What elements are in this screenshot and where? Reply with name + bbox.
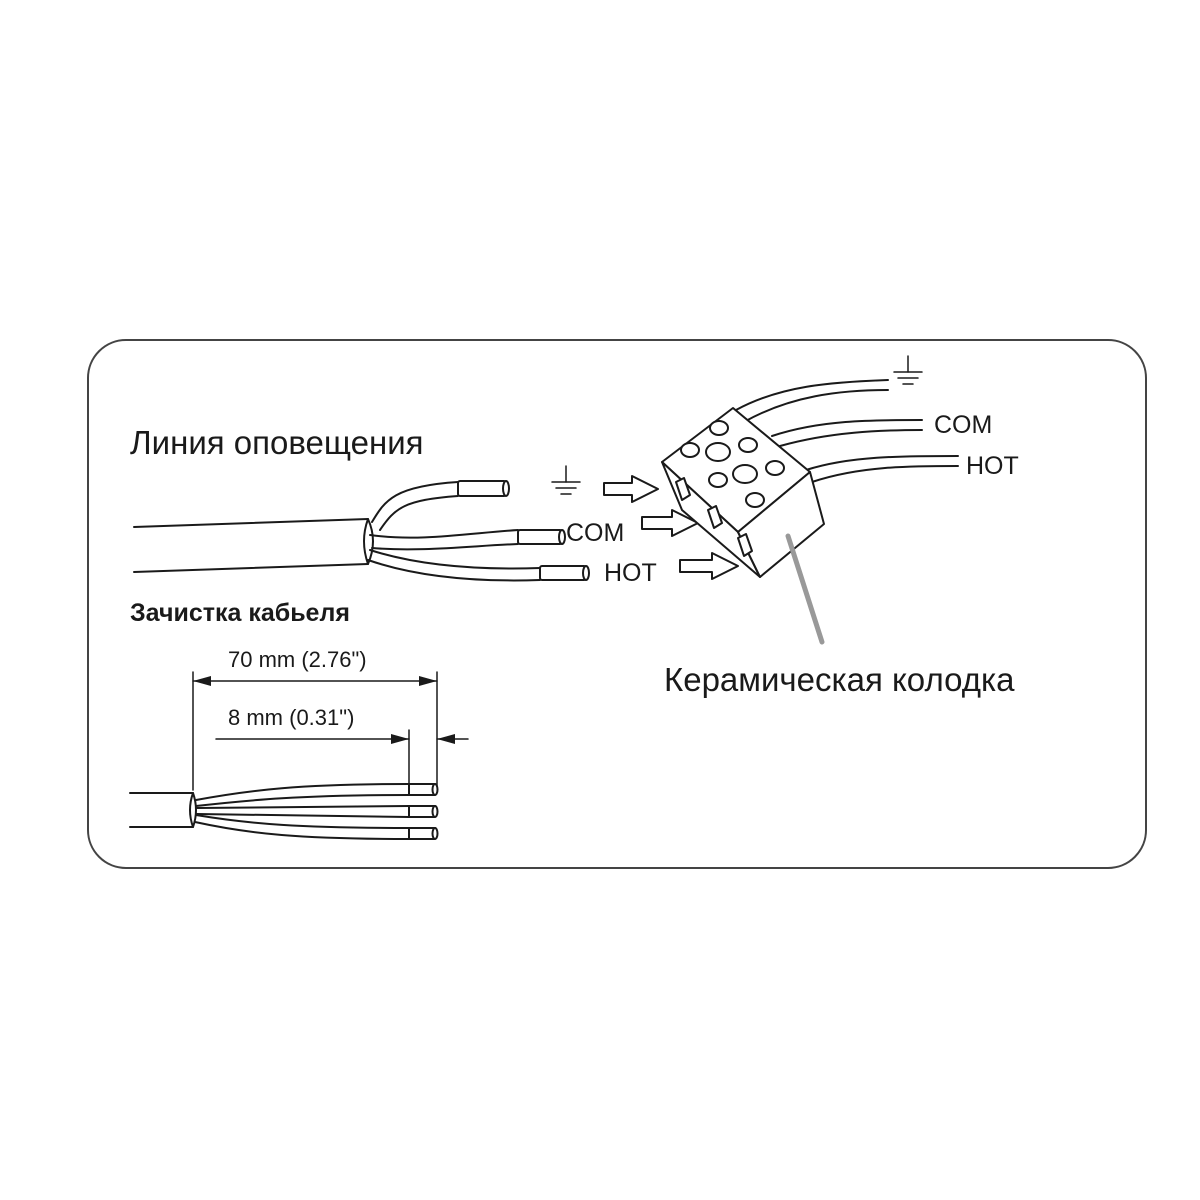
stripped-conductor-ground — [457, 480, 510, 497]
ceramic-terminal-block — [661, 379, 959, 578]
strip-dimension-label: 8 mm (0.31") — [228, 705, 354, 730]
overall-dimension-line — [192, 676, 438, 686]
signal-cable — [133, 481, 541, 582]
cable-com-label: COM — [566, 519, 624, 547]
terminal-hot-label: HOT — [966, 452, 1019, 480]
signal-line-title: Линия оповещения — [130, 424, 424, 461]
stripped-conductor-com — [517, 529, 566, 545]
insert-arrow-hot — [679, 552, 739, 580]
terminal-ground-icon — [893, 355, 923, 385]
stripped-conductor-hot — [539, 565, 590, 581]
strip-dimension-line — [215, 734, 469, 744]
ground-icon — [551, 465, 581, 495]
terminal-block-label: Керамическая колодка — [664, 661, 1015, 698]
diagram-frame — [87, 339, 1147, 869]
terminal-com-label: COM — [934, 411, 992, 439]
cable-hot-label: HOT — [604, 559, 657, 587]
stripped-cable — [129, 783, 439, 840]
overall-dimension-label: 70 mm (2.76") — [228, 647, 367, 672]
stripping-title: Зачистка кабьеля — [130, 599, 350, 627]
insert-arrow-ground — [603, 475, 659, 503]
terminal-label-pointer — [785, 533, 825, 645]
insert-arrow-com — [641, 509, 699, 537]
